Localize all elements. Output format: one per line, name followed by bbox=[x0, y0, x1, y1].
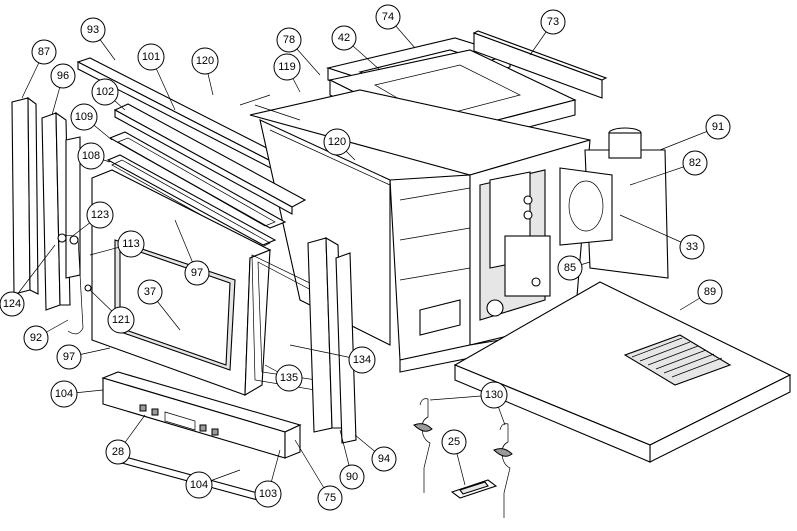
callout-42: 42 bbox=[331, 25, 357, 51]
callout-104-lower: 104 bbox=[185, 471, 213, 499]
callout-28: 28 bbox=[105, 439, 131, 465]
callout-37: 37 bbox=[137, 279, 163, 305]
spring-part-130 bbox=[413, 398, 513, 518]
callout-97-lower: 97 bbox=[56, 344, 82, 370]
callout-label: 135 bbox=[280, 372, 298, 384]
callout-75: 75 bbox=[317, 485, 343, 511]
callout-73: 73 bbox=[540, 9, 566, 35]
callout-121: 121 bbox=[107, 306, 135, 334]
callout-135: 135 bbox=[275, 364, 303, 392]
callout-91: 91 bbox=[705, 114, 731, 140]
exhaust-fan-part-91 bbox=[559, 127, 669, 279]
callout-33: 33 bbox=[679, 234, 705, 260]
callout-label: 73 bbox=[547, 16, 559, 28]
callout-label: 120 bbox=[328, 136, 346, 148]
top-panel-part-73 bbox=[472, 30, 608, 99]
callout-label: 75 bbox=[324, 492, 336, 504]
callout-label: 103 bbox=[259, 488, 277, 500]
control-panel-part-28 bbox=[101, 371, 302, 459]
callout-108: 108 bbox=[77, 142, 105, 170]
callout-label: 121 bbox=[112, 314, 130, 326]
callout-label: 102 bbox=[96, 86, 114, 98]
callout-78: 78 bbox=[276, 27, 302, 53]
door-frame-part-102 bbox=[113, 103, 307, 215]
callout-label: 108 bbox=[82, 150, 100, 162]
callout-102: 102 bbox=[91, 78, 119, 106]
callout-label: 101 bbox=[142, 51, 160, 63]
callout-93: 93 bbox=[80, 17, 106, 43]
callout-134: 134 bbox=[348, 346, 376, 374]
callout-85: 85 bbox=[557, 255, 583, 281]
callout-label: 28 bbox=[112, 446, 124, 458]
callout-label: 96 bbox=[57, 70, 69, 82]
callout-89: 89 bbox=[697, 279, 723, 305]
callout-label: 91 bbox=[712, 121, 724, 133]
callout-label: 25 bbox=[448, 436, 460, 448]
callout-92: 92 bbox=[23, 325, 49, 351]
callout-label: 119 bbox=[278, 61, 296, 73]
callout-label: 85 bbox=[564, 262, 576, 274]
callout-label: 90 bbox=[346, 471, 358, 483]
callout-label: 42 bbox=[338, 32, 350, 44]
callout-label: 130 bbox=[485, 389, 503, 401]
callout-label: 97 bbox=[191, 267, 203, 279]
callout-label: 104 bbox=[55, 388, 73, 400]
callout-label: 104 bbox=[190, 479, 208, 491]
callout-label: 113 bbox=[122, 238, 140, 250]
callout-25: 25 bbox=[441, 429, 467, 455]
callout-label: 97 bbox=[63, 351, 75, 363]
callout-label: 134 bbox=[353, 354, 371, 366]
side-panel-part-87 bbox=[11, 96, 39, 295]
callout-120-top: 120 bbox=[191, 47, 219, 75]
callout-87: 87 bbox=[31, 39, 57, 65]
callout-109: 109 bbox=[70, 103, 98, 131]
callout-label: 93 bbox=[87, 24, 99, 36]
callout-label: 33 bbox=[686, 241, 698, 253]
side-panel-part-96 bbox=[41, 111, 81, 311]
callout-97-upper: 97 bbox=[184, 260, 210, 286]
part-25-clip bbox=[450, 479, 498, 499]
callout-label: 109 bbox=[75, 111, 93, 123]
callout-label: 82 bbox=[689, 157, 701, 169]
callout-74: 74 bbox=[375, 4, 401, 30]
door-gasket-part-109 bbox=[108, 131, 287, 229]
screw-part-121 bbox=[84, 284, 92, 292]
callout-119: 119 bbox=[273, 53, 301, 81]
callout-104-upper: 104 bbox=[50, 380, 78, 408]
callout-label: 37 bbox=[144, 286, 156, 298]
callout-101: 101 bbox=[137, 43, 165, 71]
callout-90: 90 bbox=[339, 464, 365, 490]
door-handle-part-123 bbox=[57, 233, 84, 335]
callout-label: 124 bbox=[3, 298, 21, 310]
callout-120-mid: 120 bbox=[323, 128, 351, 156]
callout-label: 123 bbox=[91, 209, 109, 221]
callout-label: 120 bbox=[196, 55, 214, 67]
callout-94: 94 bbox=[371, 446, 397, 472]
callout-130: 130 bbox=[480, 381, 508, 409]
callout-label: 92 bbox=[30, 332, 42, 344]
callout-103: 103 bbox=[254, 480, 282, 508]
callout-96: 96 bbox=[50, 63, 76, 89]
callout-label: 74 bbox=[382, 11, 394, 23]
door-part-37 bbox=[91, 169, 272, 396]
callout-label: 94 bbox=[378, 453, 390, 465]
callout-label: 78 bbox=[283, 34, 295, 46]
callout-113: 113 bbox=[117, 230, 145, 258]
callout-label: 89 bbox=[704, 286, 716, 298]
callout-124: 124 bbox=[0, 291, 25, 317]
callout-123: 123 bbox=[86, 201, 114, 229]
callout-label: 87 bbox=[38, 46, 50, 58]
pillar-part-94 bbox=[335, 252, 357, 444]
callout-82: 82 bbox=[682, 150, 708, 176]
